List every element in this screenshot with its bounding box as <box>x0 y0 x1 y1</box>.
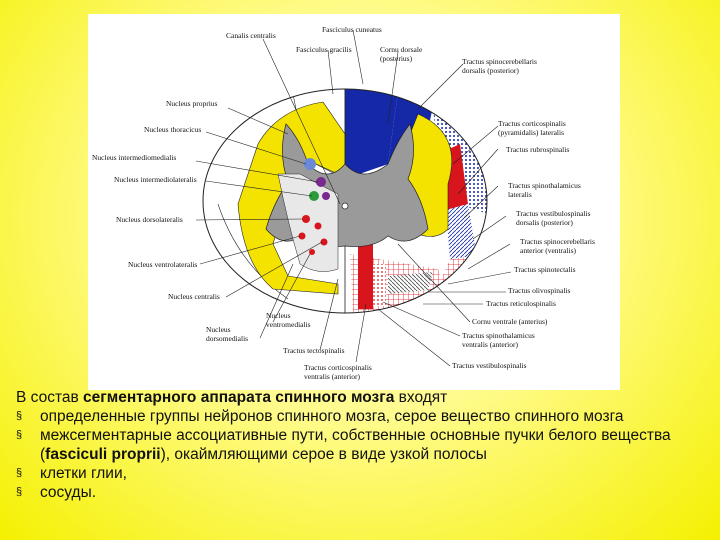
label-nucleus-ventrolateralis: Nucleus ventrolateralis <box>128 260 197 269</box>
label-cornu-dorsale-2: (posterius) <box>380 54 413 63</box>
label-nucleus-thoracicus: Nucleus thoracicus <box>144 125 201 134</box>
corticospinal-anterior-region <box>358 239 373 309</box>
label-cornu-ventrale: Cornu ventrale (anterius) <box>472 317 548 326</box>
label-spinocerebellaris-dorsalis-2: dorsalis (posterior) <box>462 66 519 75</box>
label-nucleus-proprius: Nucleus proprius <box>166 99 218 108</box>
label-tractus-tectospinalis: Tractus tectospinalis <box>283 346 345 355</box>
label-spinocerebellaris-anterior-2: anterior (ventralis) <box>520 246 577 255</box>
bullet-icon: § <box>16 467 23 479</box>
label-spinothalamicus-ventralis: Tractus spinothalamicus <box>462 331 535 340</box>
spinothalamic-lateral-region <box>446 204 478 264</box>
label-nucleus-intermediolateralis: Nucleus intermediolateralis <box>114 175 197 184</box>
caption-intro: В состав сегментарного аппарата спинного… <box>16 389 448 406</box>
bullet-icon: § <box>16 486 23 498</box>
nucleus-intermediomedialis-marker <box>316 177 326 187</box>
label-nucleus-ventromedialis: Nucleus <box>266 311 291 320</box>
label-tractus-corticospinalis-ventralis-2: ventralis (anterior) <box>304 372 361 381</box>
caption-list: §определенные группы нейронов спинного м… <box>16 407 712 502</box>
label-olivospinalis: Tractus olivospinalis <box>508 286 571 295</box>
label-nucleus-dorsomedialis: Nucleus <box>206 325 231 334</box>
label-reticulospinalis: Tractus reticulospinalis <box>486 299 556 308</box>
caption-list-item: §межсегментарные ассоциативные пути, соб… <box>16 427 671 463</box>
label-spinothalamicus-lateralis: Tractus spinothalamicus <box>508 181 581 190</box>
label-canalis-centralis: Canalis centralis <box>226 31 276 40</box>
bullet-icon: § <box>16 410 23 422</box>
nucleus-ventrolateralis-marker <box>298 232 306 240</box>
nucleus-thoracicus-marker <box>304 158 316 170</box>
label-spinotectalis: Tractus spinotectalis <box>514 265 576 274</box>
label-spinothalamicus-lateralis-2: lateralis <box>508 190 532 199</box>
label-spinocerebellaris-dorsalis: Tractus spinocerebellaris <box>462 57 537 66</box>
label-corticospinalis-lateralis-2: (pyramidalis) lateralis <box>498 128 564 137</box>
label-vestibulospinalis: Tractus vestibulospinalis <box>452 361 527 370</box>
central-canal <box>341 202 349 210</box>
nuclei-markers <box>298 158 330 255</box>
fasciculus-gracilis-right <box>345 89 398 179</box>
caption-intro-bold: сегментарного аппарата спинного мозга <box>83 389 395 406</box>
spinal-cord-cross-section-figure: Fasciculus cuneatus Fasciculus gracilis … <box>88 14 620 390</box>
label-vestibulospinalis-dorsalis: Tractus vestibulospinalis <box>516 209 591 218</box>
label-vestibulospinalis-dorsalis-2: dorsalis (posterior) <box>516 218 573 227</box>
caption-list-item: §клетки глии, <box>16 465 127 482</box>
nucleus-centralis-marker <box>320 238 328 246</box>
olivospinal-region <box>388 272 433 294</box>
label-nucleus-centralis: Nucleus centralis <box>168 292 220 301</box>
nucleus-intermediolateralis-marker <box>309 191 319 201</box>
label-fasciculus-cuneatus: Fasciculus cuneatus <box>322 25 382 34</box>
label-nucleus-intermediomedialis: Nucleus intermediomedialis <box>92 153 176 162</box>
spinal-cord-diagram: Fasciculus cuneatus Fasciculus gracilis … <box>92 25 595 381</box>
label-corticospinalis-lateralis: Tractus corticospinalis <box>498 119 566 128</box>
nucleus-dorsolateralis-marker <box>302 215 310 223</box>
vestibulospinal-region <box>373 264 386 306</box>
label-nucleus-dorsomedialis-2: dorsomedialis <box>206 334 248 343</box>
label-tractus-corticospinalis-ventralis: Tractus corticospinalis <box>304 363 372 372</box>
label-cornu-dorsale: Cornu dorsale <box>380 45 423 54</box>
label-rubrospinalis: Tractus rubrospinalis <box>506 145 569 154</box>
caption-list-item: §определенные группы нейронов спинного м… <box>16 408 624 425</box>
label-spinothalamicus-ventralis-2: ventralis (anterior) <box>462 340 519 349</box>
caption-list-item: §сосуды. <box>16 484 97 501</box>
label-nucleus-dorsolateralis: Nucleus dorsolateralis <box>116 215 183 224</box>
label-spinocerebellaris-anterior: Tractus spinocerebellaris <box>520 237 595 246</box>
bullet-icon: § <box>16 429 23 441</box>
label-nucleus-ventromedialis-2: ventromedialis <box>266 320 311 329</box>
leader-lines <box>195 29 512 367</box>
label-fasciculus-gracilis: Fasciculus gracilis <box>296 45 352 54</box>
caption-text: В состав сегментарного аппарата спинного… <box>16 388 712 502</box>
